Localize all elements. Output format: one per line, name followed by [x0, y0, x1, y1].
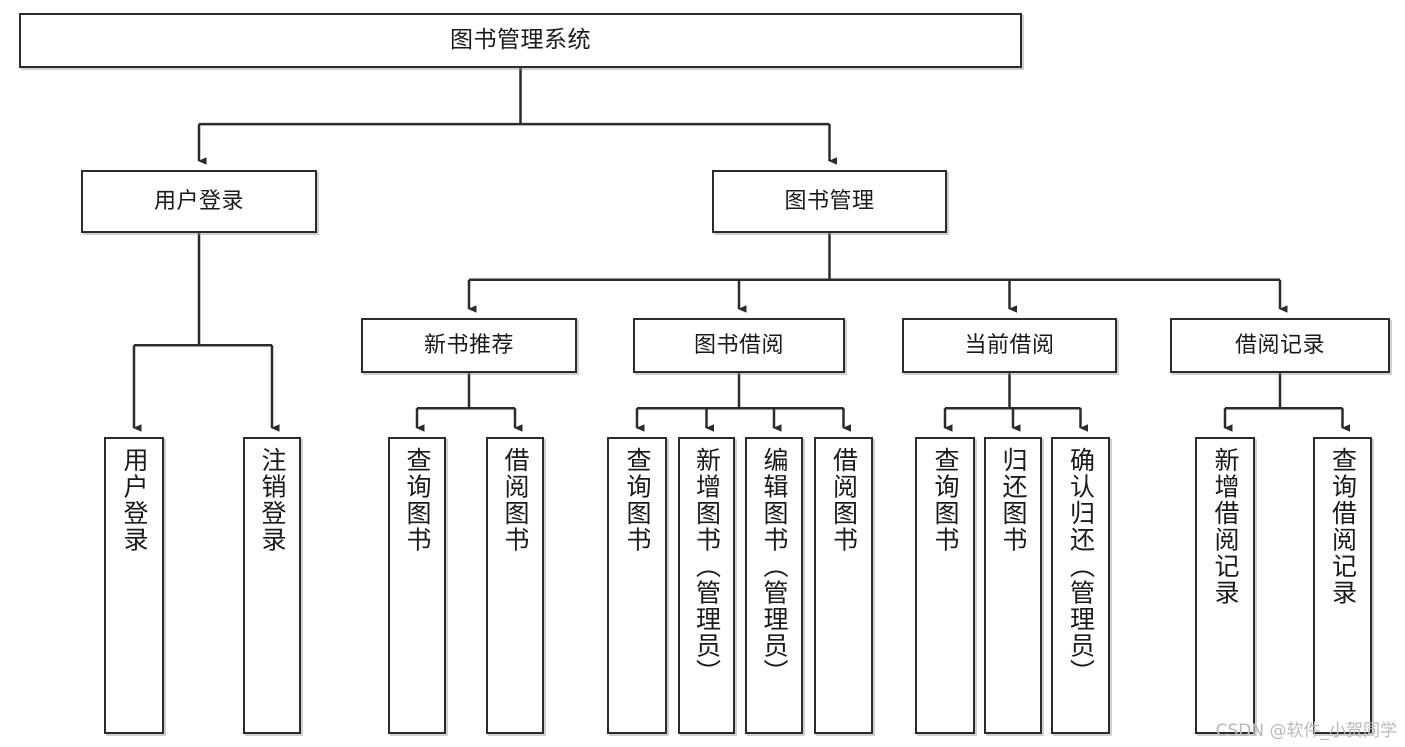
node-leaf-rec-query[interactable]: 查询借阅记录	[1313, 437, 1372, 734]
node-borrow[interactable]: 图书借阅	[633, 318, 845, 373]
node-login[interactable]: 用户登录	[81, 170, 317, 233]
node-leaf-user-logout[interactable]: 注销登录	[243, 437, 301, 734]
node-label: 注销登录	[258, 447, 287, 553]
node-leaf-new-query[interactable]: 查询图书	[388, 437, 446, 734]
node-label: 用户登录	[120, 447, 149, 553]
node-label: 新书推荐	[423, 332, 514, 358]
node-label: 当前借阅	[964, 332, 1055, 358]
node-records[interactable]: 借阅记录	[1170, 318, 1390, 373]
node-leaf-bq-query[interactable]: 查询图书	[607, 437, 667, 734]
node-leaf-cur-confirm[interactable]: 确认归还（管理员）	[1051, 437, 1110, 734]
node-label: 确认归还（管理员）	[1066, 447, 1096, 686]
node-label: 查询图书	[931, 447, 960, 553]
node-leaf-cur-return[interactable]: 归还图书	[984, 437, 1042, 734]
node-label: 借阅图书	[829, 447, 859, 553]
node-label: 查询借阅记录	[1328, 447, 1358, 606]
node-label: 借阅记录	[1234, 332, 1325, 358]
node-label: 查询图书	[403, 447, 432, 553]
node-label: 归还图书	[999, 447, 1028, 553]
node-root[interactable]: 图书管理系统	[19, 13, 1022, 68]
node-label: 查询图书	[623, 447, 652, 553]
node-label: 用户登录	[153, 188, 244, 214]
node-newbooks[interactable]: 新书推荐	[361, 318, 577, 373]
node-label: 图书管理系统	[450, 26, 591, 53]
node-label: 图书管理	[784, 188, 875, 214]
node-current[interactable]: 当前借阅	[902, 318, 1117, 373]
node-leaf-user-login[interactable]: 用户登录	[104, 437, 164, 734]
node-label: 新增借阅记录	[1211, 447, 1240, 606]
node-bookmgmt[interactable]: 图书管理	[712, 170, 947, 233]
node-label: 借阅图书	[501, 447, 530, 553]
node-leaf-rec-add[interactable]: 新增借阅记录	[1195, 437, 1255, 734]
node-label: 图书借阅	[693, 332, 784, 358]
node-leaf-bq-borrow[interactable]: 借阅图书	[814, 437, 873, 734]
node-leaf-bq-add[interactable]: 新增图书（管理员）	[678, 437, 735, 734]
node-leaf-new-borrow[interactable]: 借阅图书	[486, 437, 544, 734]
node-label: 新增图书（管理员）	[692, 447, 722, 686]
node-leaf-cur-query[interactable]: 查询图书	[915, 437, 975, 734]
node-leaf-bq-edit[interactable]: 编辑图书（管理员）	[745, 437, 803, 734]
node-label: 编辑图书（管理员）	[760, 447, 789, 686]
